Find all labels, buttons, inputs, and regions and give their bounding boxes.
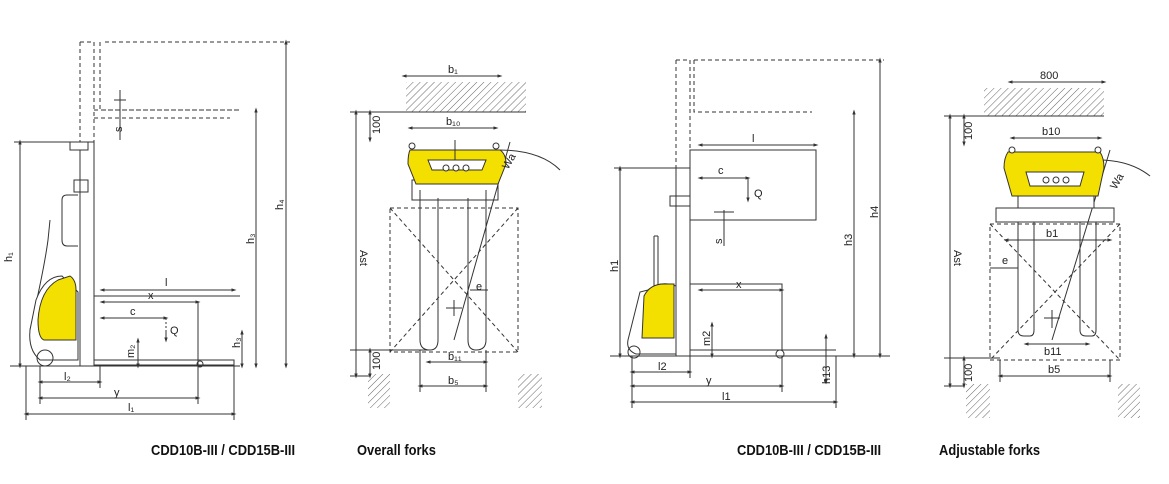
left-h4-label: h₄ — [274, 199, 286, 210]
right-ast-label: Ast — [951, 250, 963, 266]
left-ceiling-hatch — [406, 82, 526, 112]
right-front-details — [1008, 146, 1102, 209]
right-800-label: 800 — [1040, 70, 1058, 82]
right-wa-label: Wa — [1108, 171, 1127, 192]
left-ast-label: Ast — [357, 250, 369, 266]
left-m2-label: m₂ — [125, 345, 137, 358]
right-h1-label: h1 — [609, 260, 621, 272]
right-c-label: c — [718, 165, 724, 177]
left-y-label: y — [114, 387, 120, 399]
left-x-label: x — [148, 290, 154, 302]
left-c-label: c — [130, 306, 136, 318]
right-l-label: l — [752, 133, 754, 145]
left-front-details — [408, 140, 500, 172]
left-l2-label: l₂ — [64, 371, 71, 383]
right-m2-label: m2 — [701, 331, 713, 346]
left-battery-cover — [37, 275, 77, 341]
right-ceiling-hatch — [984, 88, 1104, 116]
right-b1-label: b1 — [1046, 228, 1058, 240]
left-floor-hatch-left — [368, 374, 390, 408]
right-front-labels: 800 b10 Wa 100 b1 Ast e b11 100 b5 — [951, 70, 1127, 382]
left-h13-label: h₃ — [231, 337, 243, 348]
left-floor-hatch-right — [518, 374, 542, 408]
right-h3-label: h3 — [843, 234, 855, 246]
right-x-label: x — [736, 279, 742, 291]
left-l-label: l — [165, 277, 167, 289]
right-side-labels: l c Q s x h1 h3 h4 m2 h13 l2 y l1 — [609, 133, 881, 403]
left-model-caption: CDD10B-III / CDD15B-III — [151, 442, 296, 459]
left-front-labels: b₁ b₁₀ Wa 100 Ast e b₁₁ 100 b₅ — [357, 64, 519, 387]
right-model-caption: CDD10B-III / CDD15B-III — [737, 442, 882, 459]
right-clear-top-label: 100 — [963, 122, 975, 140]
right-y-label: y — [706, 375, 712, 387]
right-l2-label: l2 — [658, 361, 667, 373]
left-q-label: Q — [170, 325, 179, 337]
right-b11-label: b11 — [1044, 346, 1062, 358]
right-l1-label: l1 — [722, 391, 731, 403]
right-floor-hatch-left — [966, 384, 990, 418]
right-e-label: e — [1002, 255, 1008, 267]
right-b5-label: b5 — [1048, 364, 1060, 376]
right-floor-hatch-right — [1118, 384, 1140, 418]
right-clear-bottom-label: 100 — [963, 364, 975, 382]
left-b1-label: b₁ — [448, 64, 458, 76]
left-b10-label: b₁₀ — [446, 116, 460, 128]
left-type-caption: Overall forks — [357, 442, 436, 459]
left-s-label: s — [113, 126, 125, 132]
right-type-caption: Adjustable forks — [939, 442, 1041, 459]
left-clear-bottom-label: 100 — [371, 352, 383, 370]
left-b5-label: b₅ — [448, 375, 459, 387]
left-front-view — [350, 74, 561, 392]
left-clear-top-label: 100 — [371, 116, 383, 134]
left-h3-label: h₃ — [245, 233, 257, 244]
left-l1-label: l₁ — [128, 402, 134, 414]
left-b11-label: b₁₁ — [448, 351, 462, 363]
left-side-view — [10, 39, 290, 420]
right-h13-label: h13 — [821, 366, 833, 384]
left-e-label: e — [476, 281, 482, 293]
right-q-label: Q — [754, 188, 763, 200]
right-s-label: s — [713, 238, 725, 244]
right-battery-cover — [641, 283, 675, 339]
left-side-labels: h₁ h₃ h₄ h₃ l x c Q s m₂ l₂ y l₁ — [3, 126, 286, 414]
right-h4-label: h4 — [869, 206, 881, 218]
right-b10-label: b10 — [1042, 126, 1060, 138]
left-h1-label: h₁ — [3, 252, 15, 262]
